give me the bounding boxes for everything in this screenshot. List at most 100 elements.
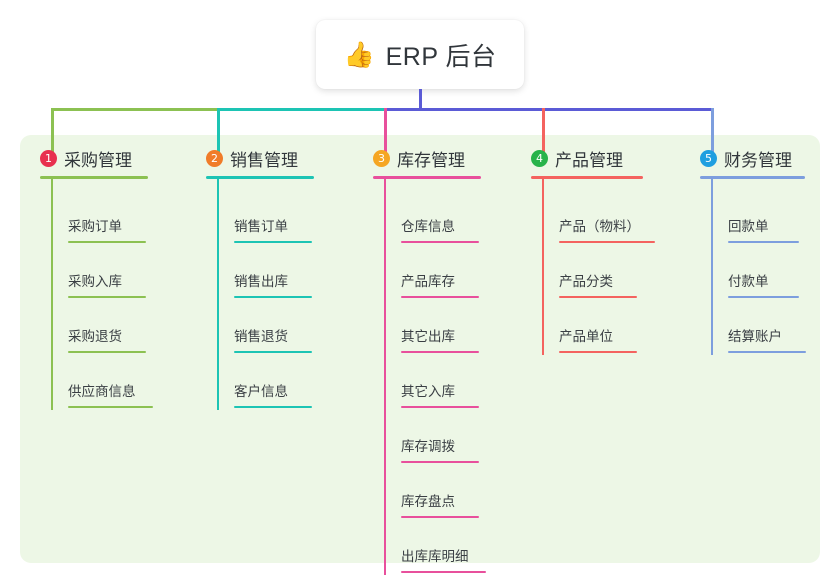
leaf-item[interactable]: 库存盘点 xyxy=(401,490,479,518)
branch-number-badge: 2 xyxy=(206,150,223,167)
leaf-label: 销售出库 xyxy=(234,274,288,289)
leaf-underline xyxy=(559,351,637,353)
leaf-label: 产品库存 xyxy=(401,274,455,289)
leaf-label: 出库库明细 xyxy=(401,549,469,564)
leaf-underline xyxy=(401,571,486,573)
leaf-item[interactable]: 产品库存 xyxy=(401,270,479,298)
branch-label: 销售管理 xyxy=(230,151,298,170)
connector-leg-5 xyxy=(711,108,714,153)
leaf-label: 结算账户 xyxy=(728,329,782,344)
branch-label: 产品管理 xyxy=(555,151,623,170)
leaf-item[interactable]: 仓库信息 xyxy=(401,215,479,243)
leaf-underline xyxy=(401,241,479,243)
branch-label: 财务管理 xyxy=(724,151,792,170)
leaf-item[interactable]: 产品（物料） xyxy=(559,215,655,243)
leaf-underline xyxy=(68,296,146,298)
leaf-item[interactable]: 销售订单 xyxy=(234,215,312,243)
leaf-underline xyxy=(234,296,312,298)
leaf-item[interactable]: 销售退货 xyxy=(234,325,312,353)
branch-number-badge: 3 xyxy=(373,150,390,167)
leaf-item[interactable]: 出库库明细 xyxy=(401,545,486,573)
leaf-item[interactable]: 库存调拨 xyxy=(401,435,479,463)
leaf-underline xyxy=(401,296,479,298)
branch-label: 采购管理 xyxy=(64,151,132,170)
leaf-label: 供应商信息 xyxy=(68,384,136,399)
leaf-item[interactable]: 付款单 xyxy=(728,270,799,298)
leaf-underline xyxy=(401,461,479,463)
leaf-label: 产品单位 xyxy=(559,329,613,344)
branch-column-3[interactable]: 3 库存管理仓库信息产品库存其它出库其它入库库存调拨库存盘点出库库明细 xyxy=(373,147,486,575)
root-node[interactable]: 👍 ERP 后台 xyxy=(316,20,524,89)
connector-bus-segment-3 xyxy=(384,108,545,111)
branch-column-2[interactable]: 2 销售管理销售订单销售出库销售退货客户信息 xyxy=(206,147,314,410)
leaf-label: 仓库信息 xyxy=(401,219,455,234)
leaf-underline xyxy=(68,241,146,243)
root-stem-line xyxy=(418,89,422,111)
leaf-item[interactable]: 采购退货 xyxy=(68,325,146,353)
leaf-label: 采购退货 xyxy=(68,329,122,344)
leaf-label: 产品（物料） xyxy=(559,219,640,234)
leaf-item[interactable]: 采购入库 xyxy=(68,270,146,298)
branch-label: 库存管理 xyxy=(397,151,465,170)
leaf-item[interactable]: 其它入库 xyxy=(401,380,479,408)
leaf-item[interactable]: 结算账户 xyxy=(728,325,806,353)
branch-underline xyxy=(531,176,643,179)
leaf-label: 销售退货 xyxy=(234,329,288,344)
connector-leg-3 xyxy=(384,108,387,153)
branch-header[interactable]: 1 采购管理 xyxy=(40,147,148,170)
connector-bus-segment-4 xyxy=(542,108,714,111)
leaf-underline xyxy=(68,406,153,408)
leaf-item[interactable]: 回款单 xyxy=(728,215,799,243)
leaf-item[interactable]: 供应商信息 xyxy=(68,380,153,408)
leaf-list: 仓库信息产品库存其它出库其它入库库存调拨库存盘点出库库明细 xyxy=(373,179,486,575)
leaf-underline xyxy=(234,406,312,408)
leaf-label: 付款单 xyxy=(728,274,769,289)
leaf-underline xyxy=(559,296,637,298)
leaf-list: 回款单付款单结算账户 xyxy=(700,179,806,355)
branch-header[interactable]: 2 销售管理 xyxy=(206,147,314,170)
connector-bus-segment-1 xyxy=(51,108,220,111)
branch-spine xyxy=(711,179,713,355)
leaf-list: 销售订单销售出库销售退货客户信息 xyxy=(206,179,314,410)
branch-column-1[interactable]: 1 采购管理采购订单采购入库采购退货供应商信息 xyxy=(40,147,153,410)
leaf-underline xyxy=(68,351,146,353)
branch-underline xyxy=(700,176,805,179)
leaf-underline xyxy=(234,241,312,243)
branch-spine xyxy=(217,179,219,410)
connector-leg-1 xyxy=(51,108,54,153)
connector-bus-segment-2 xyxy=(217,108,387,111)
leaf-underline xyxy=(728,351,806,353)
leaf-label: 客户信息 xyxy=(234,384,288,399)
leaf-item[interactable]: 产品单位 xyxy=(559,325,637,353)
leaf-underline xyxy=(559,241,655,243)
leaf-item[interactable]: 采购订单 xyxy=(68,215,146,243)
leaf-item[interactable]: 产品分类 xyxy=(559,270,637,298)
branches-panel xyxy=(20,135,820,563)
branch-header[interactable]: 3 库存管理 xyxy=(373,147,481,170)
thumbs-up-icon: 👍 xyxy=(343,40,375,69)
leaf-underline xyxy=(728,296,799,298)
leaf-label: 产品分类 xyxy=(559,274,613,289)
leaf-item[interactable]: 客户信息 xyxy=(234,380,312,408)
branch-spine xyxy=(51,179,53,410)
leaf-label: 其它出库 xyxy=(401,329,455,344)
branch-spine xyxy=(542,179,544,355)
branch-spine xyxy=(384,179,386,575)
leaf-list: 产品（物料） 产品分类产品单位 xyxy=(531,179,655,355)
leaf-label: 采购订单 xyxy=(68,219,122,234)
connector-leg-4 xyxy=(542,108,545,153)
leaf-list: 采购订单采购入库采购退货供应商信息 xyxy=(40,179,153,410)
leaf-label: 库存盘点 xyxy=(401,494,455,509)
leaf-label: 采购入库 xyxy=(68,274,122,289)
leaf-item[interactable]: 其它出库 xyxy=(401,325,479,353)
leaf-item[interactable]: 销售出库 xyxy=(234,270,312,298)
branch-number-badge: 1 xyxy=(40,150,57,167)
leaf-label: 回款单 xyxy=(728,219,769,234)
leaf-label: 销售订单 xyxy=(234,219,288,234)
leaf-underline xyxy=(401,406,479,408)
